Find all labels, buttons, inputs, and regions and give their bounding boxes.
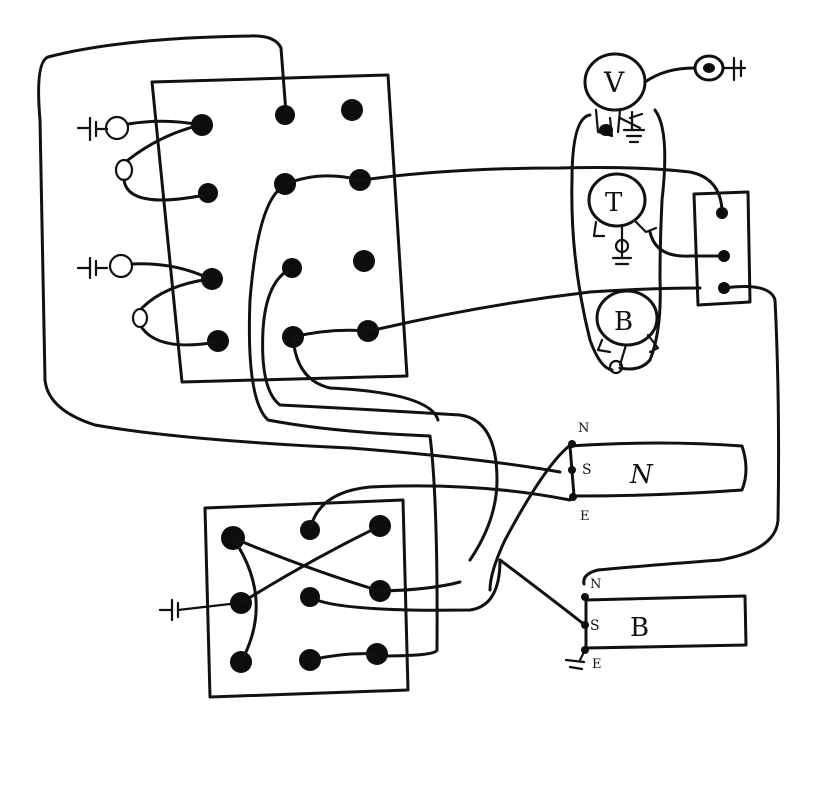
neck-north-label: N [578,421,589,436]
tone-pot [587,172,647,228]
pot-bracket-right [618,108,667,371]
wire-lug43-to-blend [368,286,702,333]
mini-lug-top [716,207,728,219]
tone-ground [611,256,633,266]
lower-ground [158,598,232,622]
open-terminal-2 [108,253,134,279]
neck-ground-label: E [580,509,590,524]
output-jack-ground [721,56,747,82]
wire-outer-loop [37,34,562,474]
volume-ground [622,110,646,144]
wire-lug32-down [261,266,499,562]
lower-arc [231,536,258,664]
wire-terminal2-to-lug31 [130,262,212,281]
upper-switch-lugs [191,99,379,352]
mini-lug-mid [718,250,730,262]
wire-lug22-to-lug23 [284,174,362,186]
output-jack-tip [703,63,715,73]
lower-cross-a [231,536,382,593]
bridge-north-label: N [590,577,601,592]
bridge-pickup-label: B [630,613,649,643]
neck-ground-lug [569,493,577,501]
upper-lug-1-2 [275,105,295,125]
neck-pickup-label: N [629,460,654,490]
tone-to-switch-wire [648,230,722,258]
wire-lug42-to-lug43 [291,328,370,339]
bridge-ground-symbol [564,648,587,671]
wire-lug22-down-long [247,184,439,658]
tone-pot-label: T [605,188,623,218]
blend-pot-label: B [614,307,633,337]
bridge-pickup-body [584,594,748,650]
tone-cap [614,238,630,254]
upper-lug-3-3 [353,250,375,272]
neck-pickup-body [568,441,748,498]
wire-terminal1-to-lug11 [126,119,202,127]
upper-lug-1-3 [341,99,363,121]
mini-switch-body [692,190,752,307]
upper-ground-1 [76,115,130,142]
upper-lug-2-1 [198,183,218,203]
neck-south-label: S [582,462,592,478]
lower-switch-body [203,498,410,699]
neck-south-lug [568,466,576,474]
upper-lug-3-1 [201,268,223,290]
upper-lug-4-1 [207,330,229,352]
small-loop-2 [131,307,149,329]
open-terminal-1 [104,115,130,141]
volume-to-jack-wire [643,66,696,84]
lower-cross-b [239,524,382,605]
lower-lug22-wire [308,558,502,612]
bridge-south-wire [498,558,587,627]
volume-solder [599,124,613,136]
pot-bracket-left [570,113,614,372]
upper-switch-body [150,73,409,384]
lower-lug23-wire [378,580,462,593]
wire-loop2 [140,277,218,347]
bridge-south-label: S [590,618,600,634]
small-loop-1 [114,158,134,182]
lower-bottom-link [308,652,379,662]
blend-lug-ring [608,359,624,375]
bridge-ground-label: E [592,657,602,672]
lower-lug12-wire [308,484,572,532]
volume-pot-label: V [603,66,625,99]
neck-north-wire [488,442,574,592]
blend-lugs [596,333,660,367]
upper-ground-2 [76,253,134,280]
wire-lug42-loop [291,335,440,422]
upper-lug-1-1 [191,114,213,136]
mini-to-bridge-wire [582,285,781,586]
wire-lug23-to-tone-row [360,166,724,212]
bridge-north-lug [581,593,589,601]
wire-loop1 [122,123,207,202]
